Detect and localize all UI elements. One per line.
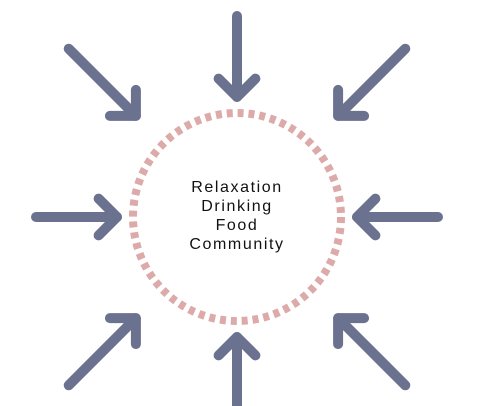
arrows-group xyxy=(31,11,443,406)
center-label-group: Relaxation Drinking Food Community xyxy=(137,178,337,254)
arrow-head xyxy=(333,313,370,350)
arrow-shaft xyxy=(63,43,141,121)
center-label-community: Community xyxy=(189,236,285,253)
center-label-relaxation: Relaxation xyxy=(191,179,283,196)
arrow-head xyxy=(352,193,381,241)
arrow-top xyxy=(213,11,261,102)
center-label-food: Food xyxy=(215,217,259,234)
arrow-top-left xyxy=(63,43,141,121)
arrow-shaft xyxy=(333,43,411,121)
arrow-bottom xyxy=(213,332,261,406)
dashed-ring xyxy=(129,109,345,325)
arrow-head xyxy=(213,73,261,102)
arrow-shaft xyxy=(63,313,141,391)
arrow-top-right xyxy=(333,43,411,121)
arrow-head xyxy=(213,332,261,361)
center-label-drinking: Drinking xyxy=(201,198,273,215)
arrow-right xyxy=(352,193,443,241)
arrow-left xyxy=(31,193,122,241)
arrow-bottom-left xyxy=(63,313,141,391)
arrow-bottom-right xyxy=(333,313,411,391)
arrow-head xyxy=(104,84,141,121)
arrow-shaft xyxy=(333,313,411,391)
arrow-head xyxy=(333,84,370,121)
arrow-head xyxy=(104,313,141,350)
arrow-head xyxy=(93,193,122,241)
